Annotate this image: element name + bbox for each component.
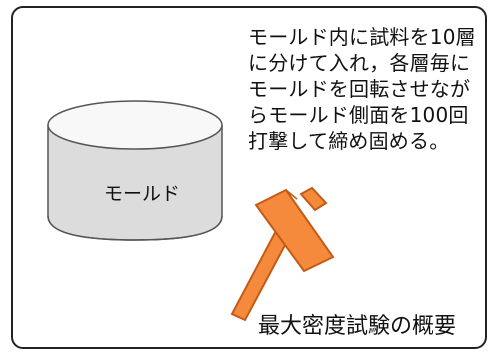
diagram-caption: 最大密度試験の概要 xyxy=(258,314,457,339)
cylinder-mold-icon xyxy=(47,100,223,241)
procedure-description: モールド内に試料を10層 に分けて入れ，各層毎に モールドを回転させなが らモー… xyxy=(248,25,476,153)
hammer-icon xyxy=(230,186,335,322)
mold-label: モールド xyxy=(104,183,181,205)
